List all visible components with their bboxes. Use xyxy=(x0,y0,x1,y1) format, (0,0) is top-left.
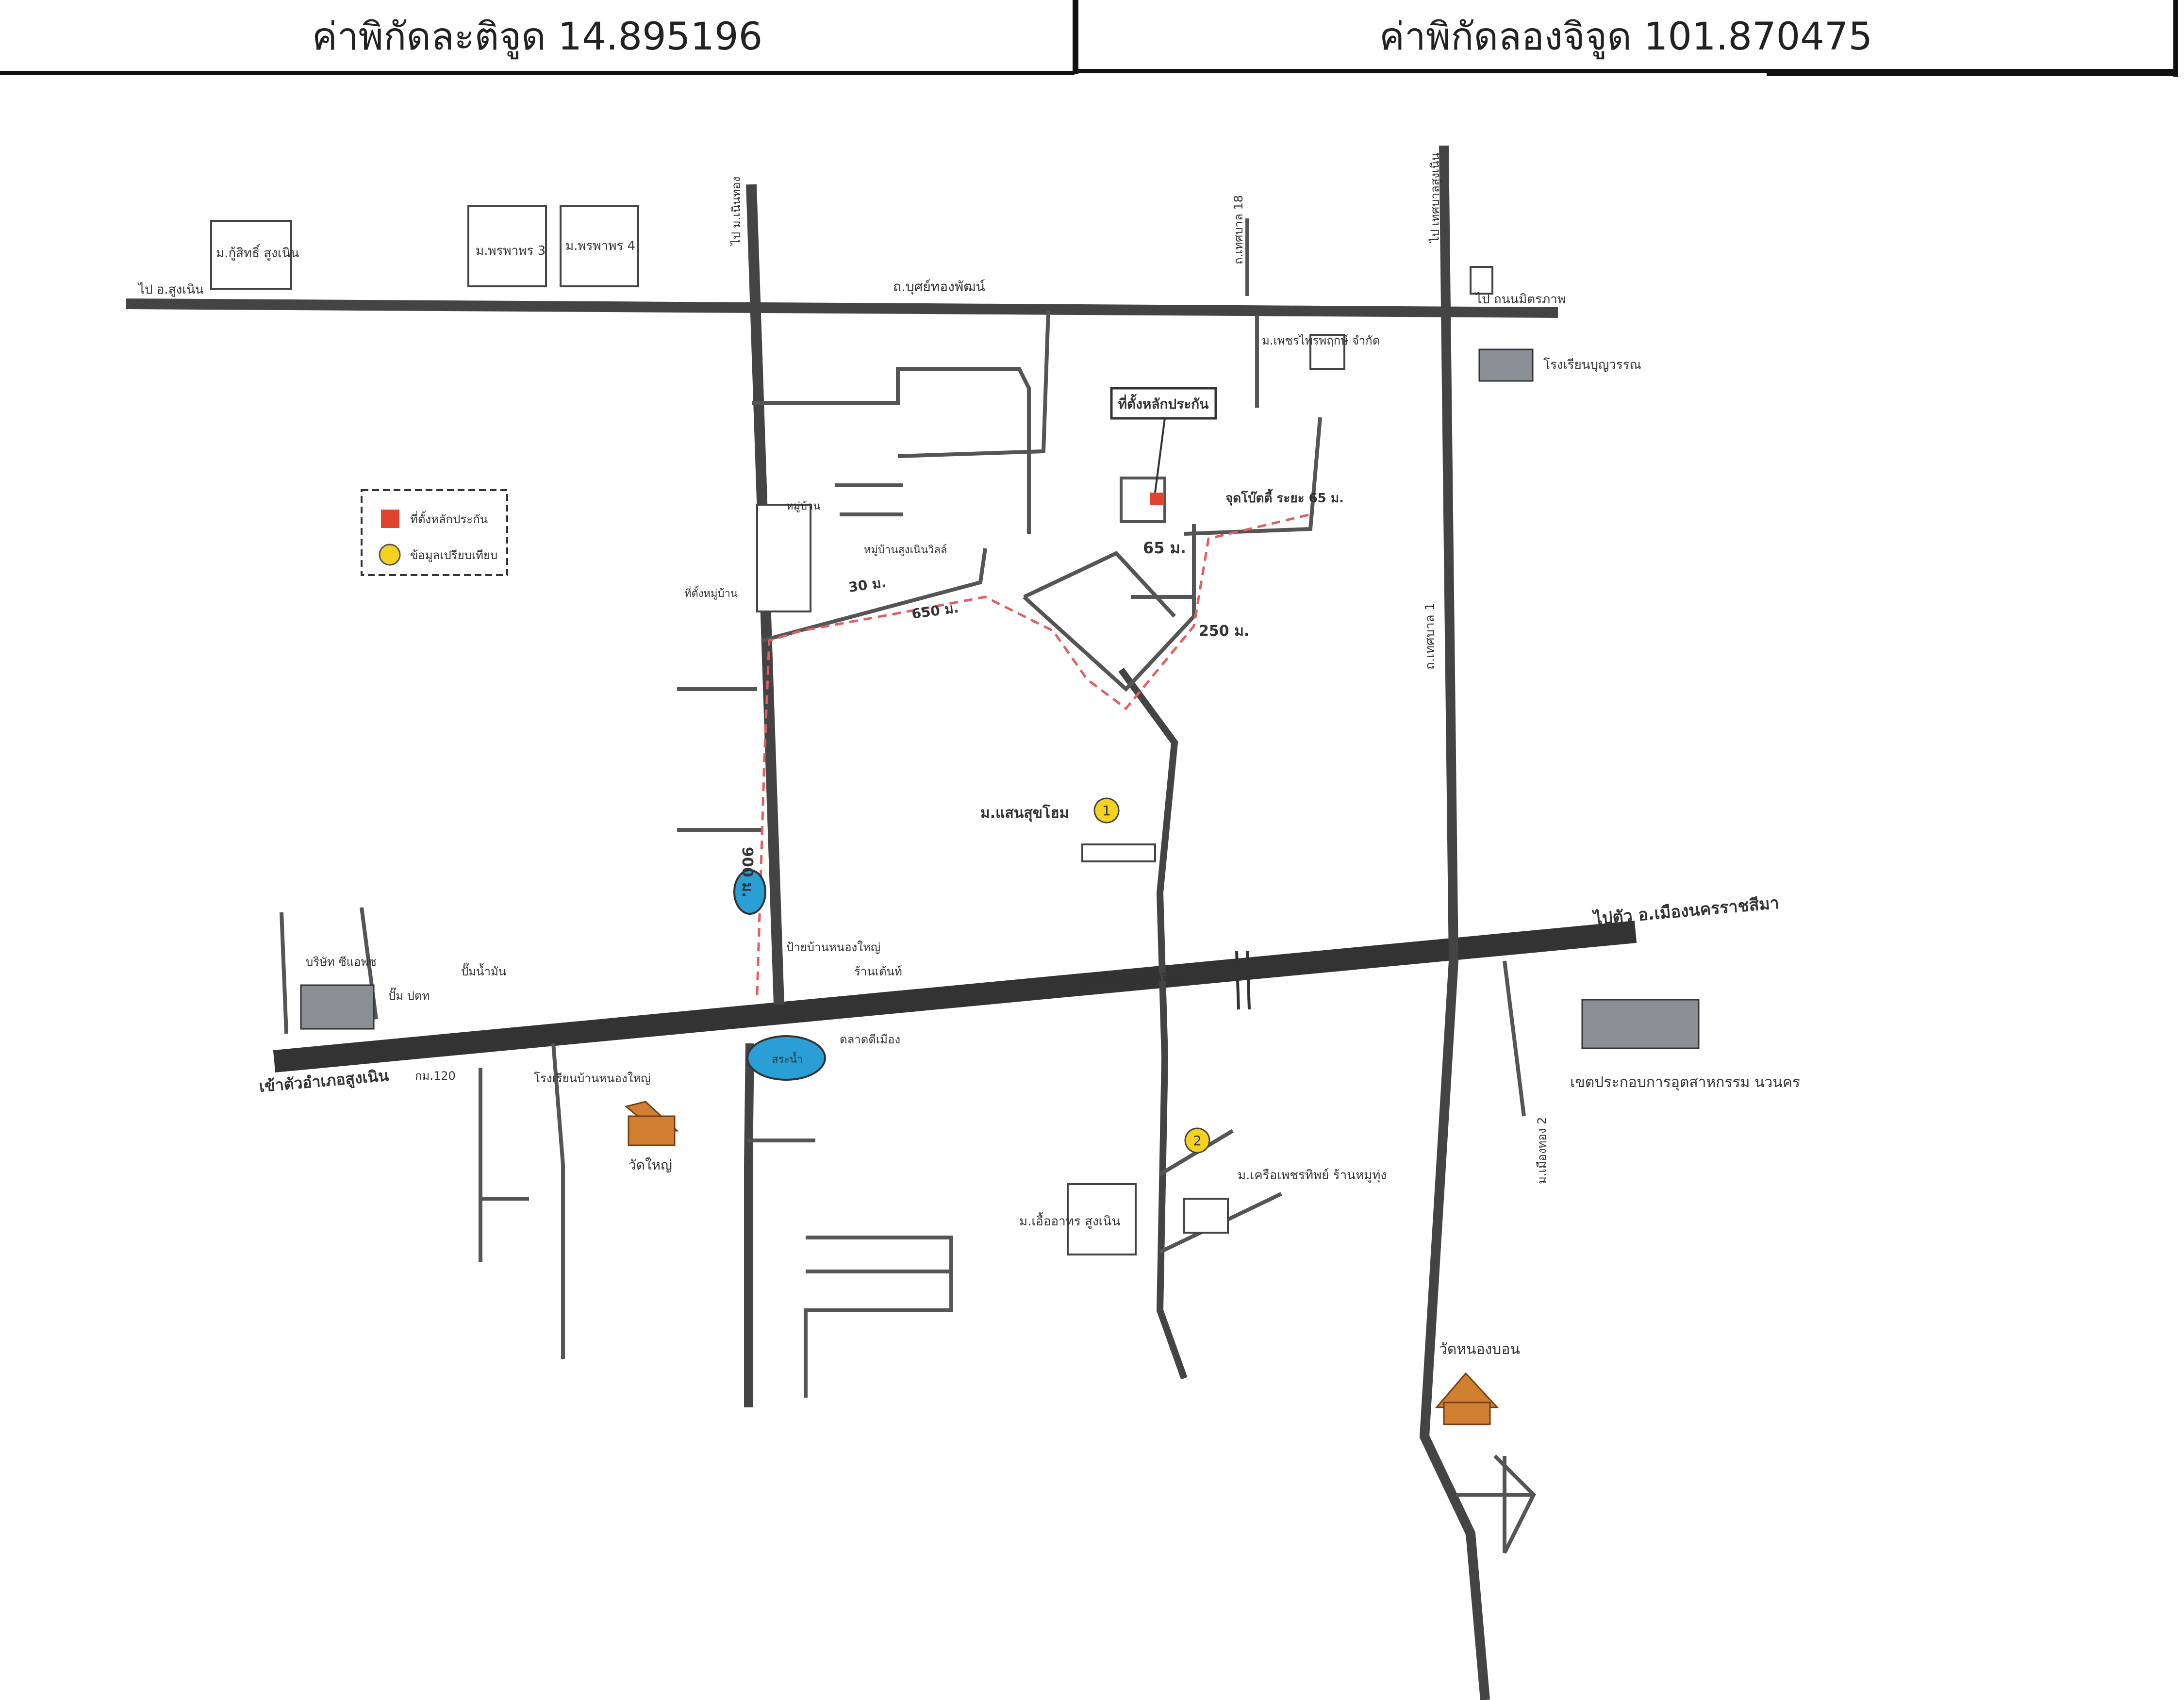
legend-comparable-label: ข้อมูลเปรียบเทียบ xyxy=(410,548,497,562)
coordinate-header: ค่าพิกัดละติจูด 14.895196 ค่าพิกัดลองจิจ… xyxy=(0,0,2184,77)
highway-break xyxy=(1235,951,1251,1010)
pole-label: ป้ายบ้านหนองใหญ่ xyxy=(786,941,880,954)
dist-65-label: 65 ม. xyxy=(1143,539,1186,557)
road-v-top-label: ถ.เทศบาล 18 xyxy=(1232,195,1245,264)
road-v-right-label: ถ.เทศบาล 1 xyxy=(1423,603,1438,670)
road-v-far-label: ไป เทศบาลสูงเนิน xyxy=(1428,153,1442,244)
village-bottom-label: ม.เอื้ออาทร สูงเนิน xyxy=(1019,1212,1120,1229)
market-label: ตลาดดีเมือง xyxy=(840,1033,900,1046)
pond-south xyxy=(746,1035,826,1081)
svg-text:1: 1 xyxy=(1102,803,1111,819)
shop-label: ร้านเต้นท์ xyxy=(854,965,902,978)
temples xyxy=(624,1101,1499,1425)
longitude-label: ค่าพิกัดลองจิจูด 101.870475 xyxy=(1379,15,1873,59)
ponds xyxy=(733,869,826,1081)
major-roads xyxy=(126,145,1637,1700)
center-road xyxy=(1118,667,1188,1380)
road-v-main-label: ไป ม.เนินทอง xyxy=(729,177,743,246)
map-legend: ที่ตั้งหลักประกัน ข้อมูลเปรียบเทียบ xyxy=(361,489,508,576)
village-1-label: ม.แสนสุขโฮม xyxy=(980,804,1069,822)
latitude-label: ค่าพิกัดละติจูด 14.895196 xyxy=(312,15,763,59)
landmark-boxes xyxy=(210,205,1493,1255)
factories xyxy=(300,348,1700,1049)
village-grid-1 xyxy=(1081,843,1156,862)
comp3-label: หมู่บ้านสูงเนินวิลล์ xyxy=(864,544,947,556)
temple-big-icon xyxy=(628,1115,676,1146)
village-box-3 xyxy=(467,205,547,287)
header-underline-right-offset xyxy=(1767,73,2177,76)
village-house-label: หมู่บ้าน xyxy=(786,500,820,512)
industrial-label: เขตประกอบการอุตสาหกรรม นวนคร xyxy=(1570,1074,1800,1091)
temple-big-label: วัดใหญ่ xyxy=(629,1157,672,1173)
point-short-label: จุดโบ๊ตตี้ ระยะ 65 ม. xyxy=(1225,488,1344,506)
km-label: กม.120 xyxy=(415,1069,456,1083)
factory-top-label: โรงเรียนบุญวรรณ xyxy=(1543,357,1641,372)
top-road-label: ถ.บุศย์ทองพัฒน์ xyxy=(893,279,985,295)
small-box-top-right xyxy=(1470,266,1493,295)
gas-pt-label: ปั๊มน้ำมัน xyxy=(461,963,506,978)
dist-30-label: 30 ม. xyxy=(847,574,887,595)
legend-property-label: ที่ตั้งหลักประกัน xyxy=(410,511,488,526)
village-2-label: ม.เครือเพชรทิพย์ ร้านหมูทุ่ง xyxy=(1238,1168,1387,1183)
comparable-marker-1 xyxy=(1093,797,1120,824)
dist-650-label: 650 ม. xyxy=(910,600,960,622)
road-v-right2-label: ม.เมืองทอง 2 xyxy=(1535,1117,1549,1184)
village-top-left-label: ม.กู้สิทธิ์ สูงเนิน xyxy=(216,244,299,261)
route-path xyxy=(756,513,1311,995)
pond-label: สระน้ำ xyxy=(772,1052,803,1066)
village-box-4 xyxy=(560,205,639,287)
village-3b-label: ม.พรพาพร 4 xyxy=(565,239,635,253)
right-vertical-road xyxy=(1419,145,1490,1700)
village-grid-3 xyxy=(756,504,811,612)
factory-top-right-icon xyxy=(1478,348,1534,382)
cross-top-label: ม.เพชรไพรพฤกษ์ จำกัด xyxy=(1262,334,1380,347)
comparable-markers: 3 1 2 xyxy=(774,573,1210,1154)
property-site: ที่ตั้งหลักประกัน xyxy=(1110,387,1217,523)
property-callout-text: ที่ตั้งหลักประกัน xyxy=(1118,394,1209,412)
village-3-label: ม.พรพาพร 3 xyxy=(476,244,546,258)
property-callout-box xyxy=(1110,387,1217,420)
header-underline-right xyxy=(1078,69,2177,73)
legend-comparable-swatch xyxy=(379,544,401,566)
factory-left-icon xyxy=(300,984,375,1030)
dist-250-label: 250 ม. xyxy=(1199,623,1249,640)
dist-900-label: 900 ม. xyxy=(739,847,756,897)
top-road xyxy=(126,298,1558,318)
pond-north xyxy=(733,869,766,915)
temple-right-label: วัดหนองบอน xyxy=(1439,1341,1520,1358)
village-box-bottom xyxy=(1067,1183,1137,1255)
village-box-top-left xyxy=(210,220,292,290)
map-labels: ไปตัว อ.เมืองนครราชสีมา ถนนมิตรภาพ(ทล.2)… xyxy=(137,153,1800,1358)
factory-industrial-icon xyxy=(1581,999,1700,1049)
top-to-right-label: ไป ถนนมิตรภาพ xyxy=(1474,292,1566,307)
school-label: โรงเรียนบ้านหนองใหญ่ xyxy=(534,1072,651,1085)
svg-text:2: 2 xyxy=(1193,1133,1202,1149)
property-marker xyxy=(1150,493,1163,505)
village-grid-2 xyxy=(1183,1198,1229,1234)
factory-left-label: บริษัท ซีแอพซ xyxy=(306,955,377,969)
header-underline-left xyxy=(0,71,1075,75)
site-name-label: ที่ตั้งหมู่บ้าน xyxy=(684,586,738,600)
top-to-left-label: ไป อ.สูงเนิน xyxy=(137,282,204,297)
cross-top-box xyxy=(1309,334,1345,370)
mittraphap-highway xyxy=(273,921,1637,1073)
comparable-marker-2 xyxy=(1184,1127,1210,1154)
temple-right-icon xyxy=(1443,1402,1491,1425)
south-road xyxy=(744,1043,754,1407)
hwy-to-label: ไปตัว อ.เมืองนครราชสีมา xyxy=(1591,893,1780,929)
minor-roads xyxy=(280,218,1536,1554)
gas-ptt-label: ปั๊ม ปตท xyxy=(388,987,430,1003)
legend-property-swatch xyxy=(381,510,399,528)
header-right-border xyxy=(2173,0,2178,77)
header-divider xyxy=(1073,0,1078,74)
